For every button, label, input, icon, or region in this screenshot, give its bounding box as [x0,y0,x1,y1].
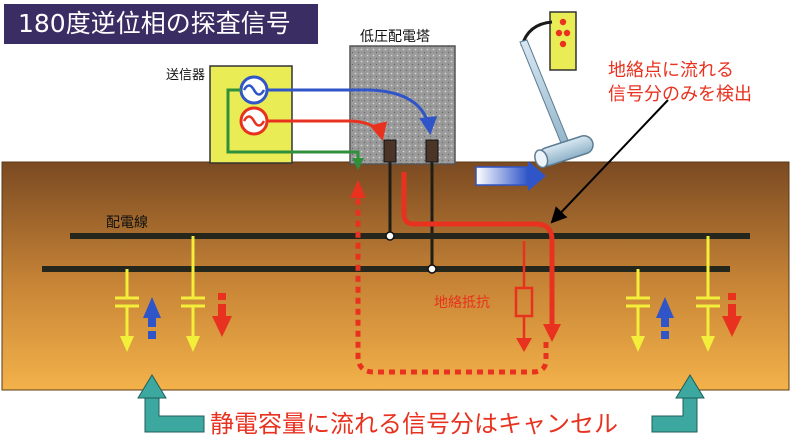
sine-wave-source-icon-2 [239,106,269,136]
distribution-line-label: 配電線 [106,215,148,231]
blue-up-arrow-icon-2 [656,297,674,339]
junction-node-2 [427,264,437,274]
capacitor-symbol-icon [115,269,139,352]
blue-signal-wire [267,88,438,135]
red-signal-wire [267,119,388,141]
capacitor-symbol-icon-2 [181,236,205,352]
bottom-note: 静電容量に流れる信号分はキャンセル [210,410,618,438]
capacitor-symbol-icon-3 [626,269,650,352]
sine-wave-source-icon [239,75,269,105]
blue-up-arrow-icon [143,297,161,339]
teal-up-arrow-right [651,374,705,433]
junction-node-1 [385,231,395,241]
ground-area [1,161,790,391]
low-voltage-pole [349,45,456,165]
red-fault-arrowhead [543,324,561,342]
red-down-arrow-icon-2 [722,293,742,337]
ground-fault-resistance-label: 地絡抵抗 [434,295,490,311]
green-signal-wire [226,88,360,166]
terminal-left [383,139,397,163]
resistor-arrowhead [516,338,532,352]
red-fault-path [401,172,555,328]
detector-note-line1: 地絡点に流れる [608,60,734,81]
terminal-right [425,139,439,163]
green-return-arrow [352,158,364,170]
capacitor-symbol-icon-4 [696,236,720,352]
note-leader-line [550,99,669,224]
capacitor-group-right [626,236,742,352]
red-return-arrowhead [350,180,366,198]
detector-note-line2: 信号分のみを検出 [608,84,752,105]
capacitor-group-left [115,236,232,352]
transmitter-label: 送信器 [166,68,206,83]
page-title: 180度逆位相の探査信号 [4,4,318,44]
red-down-arrow-icon [212,293,232,337]
teal-up-arrow-left [137,374,205,433]
pole-label: 低圧配電塔 [360,29,430,45]
red-return-dotted-loop [355,194,549,375]
ground-detector-probe-icon [519,11,594,169]
detection-signal-arrow [475,161,546,191]
